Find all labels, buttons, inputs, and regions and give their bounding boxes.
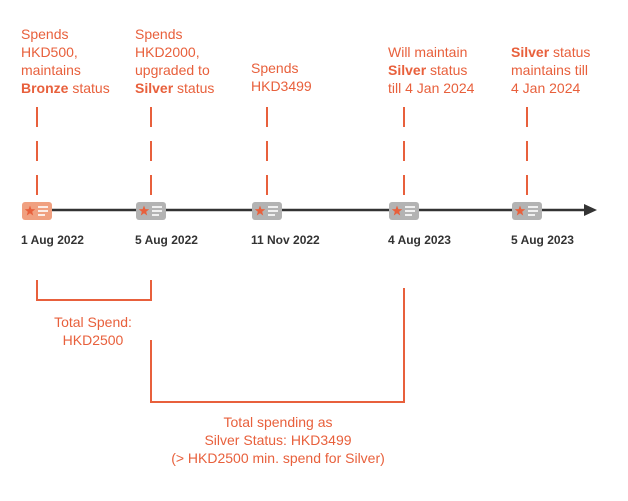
event-note-5-tier: Silver (511, 44, 550, 60)
event-note-5-line2: maintains till (511, 62, 589, 78)
star-icon (391, 205, 403, 216)
event-note-3-line2: HKD3499 (251, 78, 312, 94)
bracket-silver-spend (150, 288, 405, 403)
summary-silver-spend-line3: (> HKD2500 min. spend for Silver) (171, 450, 385, 466)
event-note-2-line1: Spends (135, 26, 183, 42)
event-note-2-line2: HKD2000, (135, 44, 200, 60)
event-note-5-line3: 4 Jan 2024 (511, 80, 581, 96)
summary-total-spend-line1: Total Spend: (54, 314, 132, 330)
event-note-1: Spends HKD500, maintains Bronze status (21, 25, 110, 97)
event-note-3: Spends HKD3499 (251, 59, 312, 95)
summary-silver-spend-line1: Total spending as (223, 414, 333, 430)
event-note-1-line4: Bronze status (21, 79, 110, 97)
date-label-5: 5 Aug 2023 (511, 233, 574, 247)
date-label-1: 1 Aug 2022 (21, 233, 84, 247)
event-note-2: Spends HKD2000, upgraded to Silver statu… (135, 25, 214, 97)
axis-arrow-icon (584, 204, 597, 216)
event-note-1-line1: Spends (21, 26, 69, 42)
event-note-2-tier: Silver (135, 80, 174, 96)
event-note-4-line3: till 4 Jan 2024 (388, 80, 475, 96)
event-note-1-rest: status (68, 80, 110, 96)
event-note-5-rest: status (549, 44, 591, 60)
event-note-2-line3: upgraded to (135, 62, 210, 78)
connector-lines (36, 107, 528, 198)
event-note-2-rest: status (173, 80, 215, 96)
summary-silver-spend-line2: Silver Status: HKD3499 (204, 432, 352, 448)
date-label-4: 4 Aug 2023 (388, 233, 451, 247)
event-note-4-tier: Silver (388, 62, 427, 78)
marker-5-star-card-icon (512, 202, 542, 220)
event-note-5-line1: Silver status (511, 43, 590, 61)
timeline-markers (22, 202, 542, 220)
date-label-3: 11 Nov 2022 (251, 233, 320, 247)
event-note-1-tier: Bronze (21, 80, 69, 96)
star-icon (254, 205, 266, 216)
event-note-2-line4: Silver status (135, 79, 214, 97)
date-label-2: 5 Aug 2022 (135, 233, 198, 247)
summary-total-spend: Total Spend: HKD2500 (36, 313, 150, 349)
star-icon (514, 205, 526, 216)
summary-total-spend-line2: HKD2500 (62, 332, 124, 348)
event-note-4: Will maintain Silver status till 4 Jan 2… (388, 43, 474, 97)
marker-4-star-card-icon (389, 202, 419, 220)
event-note-3-line1: Spends (251, 60, 299, 76)
marker-2-star-card-icon (136, 202, 166, 220)
event-note-1-line2: HKD500, (21, 44, 78, 60)
event-note-4-line2: Silver status (388, 61, 474, 79)
event-note-4-rest: status (426, 62, 468, 78)
summary-silver-spend: Total spending as Silver Status: HKD3499… (148, 413, 408, 467)
star-icon (24, 205, 36, 216)
star-icon (138, 205, 150, 216)
event-note-1-line3: maintains (21, 62, 81, 78)
event-note-4-line1: Will maintain (388, 44, 468, 60)
marker-3-star-card-icon (252, 202, 282, 220)
event-note-5: Silver status maintains till 4 Jan 2024 (511, 43, 590, 97)
bracket-total-spend (36, 280, 152, 301)
marker-1-star-card-icon (22, 202, 52, 220)
